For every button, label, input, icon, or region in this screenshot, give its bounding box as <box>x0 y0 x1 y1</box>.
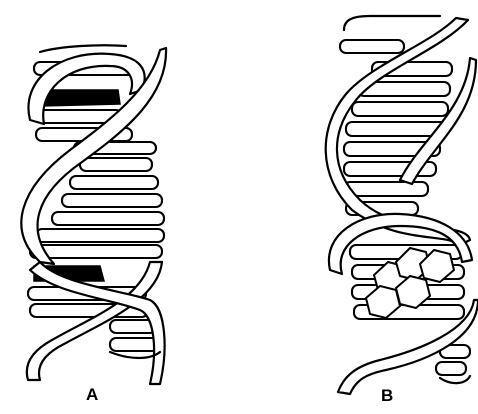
helix-a-dark-base-pair-upper <box>42 90 120 106</box>
helix-a-top-stub <box>40 45 126 52</box>
dna-helix-a <box>21 45 166 384</box>
helix-a-label: A <box>86 385 98 405</box>
helix-b-top-stub <box>344 16 440 30</box>
helix-b-label: B <box>381 386 393 406</box>
helix-a-bottom-stub <box>110 352 160 358</box>
helix-b-bottom-stub <box>440 376 470 383</box>
dna-helix-b <box>326 16 478 394</box>
